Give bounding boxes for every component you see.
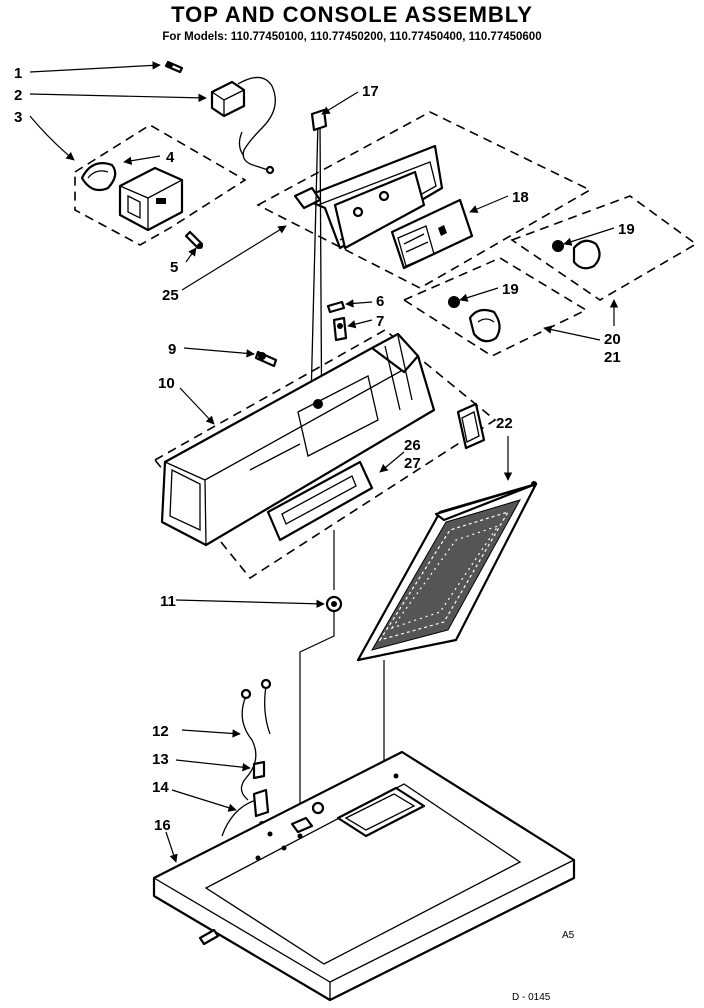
callout-13: 13 [152,751,169,768]
page-title: TOP AND CONSOLE ASSEMBLY [171,2,533,27]
callout-12: 12 [152,723,169,740]
callout-14: 14 [152,779,169,796]
screw-part-1 [164,60,184,74]
control-panel-group [256,111,592,289]
dryer-top-16 [152,750,576,1002]
nut-part-11 [325,595,343,613]
switch-bracket-group [74,124,247,250]
callout-9: 9 [168,341,176,358]
callout-22: 22 [496,415,513,432]
callout-20: 20 [604,331,621,348]
callout-25: 25 [162,287,179,304]
callout-2: 2 [14,87,22,104]
callout-27: 27 [404,455,421,472]
console-housing-group [153,329,497,580]
knob-group-upper [510,195,698,301]
callout-26: 26 [404,437,421,454]
callout-18: 18 [512,189,529,206]
clip-parts-6-7 [326,300,348,342]
callout-3: 3 [14,109,22,126]
knob-group-lower [402,257,588,357]
callout-6: 6 [376,293,384,310]
callout-21: 21 [604,349,621,366]
connector-part-2 [210,76,276,175]
callout-16: 16 [154,817,171,834]
callout-7: 7 [376,313,384,330]
callout-19-lower: 19 [502,281,519,298]
wire-harness-12 [221,678,272,837]
callout-10: 10 [158,375,175,392]
callout-19-upper: 19 [618,221,635,238]
callout-11: 11 [160,593,176,610]
callout-5: 5 [170,259,178,276]
callout-17: 17 [362,83,379,100]
callout-1: 1 [14,65,22,82]
callout-4: 4 [166,149,175,166]
callout-labels: 1 2 3 4 5 25 17 18 19 19 20 21 6 7 9 10 … [14,65,635,834]
lint-screen-22 [356,481,538,662]
footer-code: D - 0145 [512,992,551,1003]
screw-part-9 [254,350,278,368]
footer-mark: A5 [562,930,575,941]
leader-lines [29,61,619,863]
model-list: For Models: 110.77450100, 110.77450200, … [162,31,542,43]
